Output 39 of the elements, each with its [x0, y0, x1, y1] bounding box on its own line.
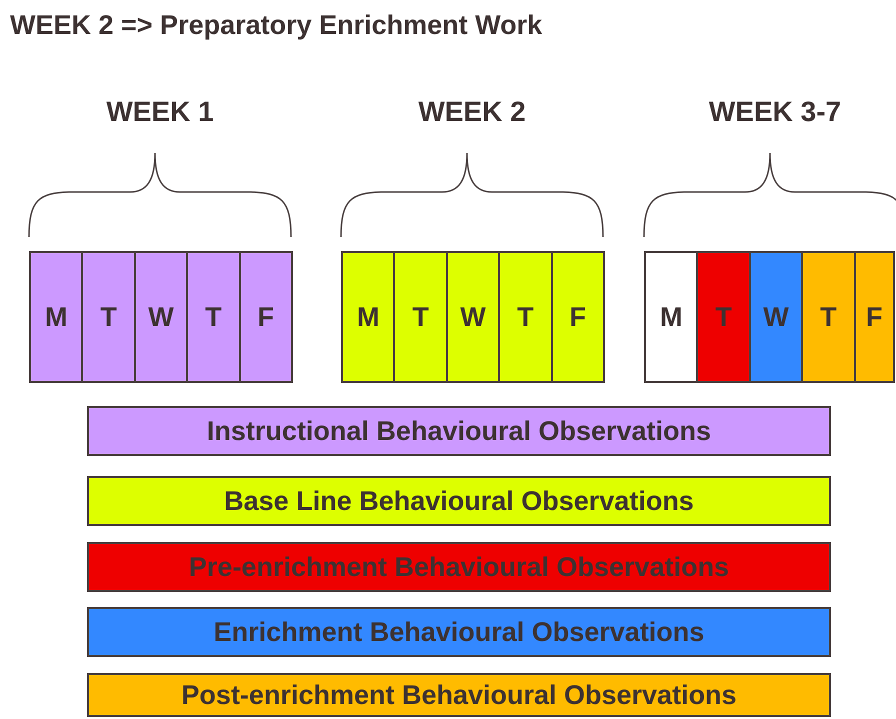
day-letter: W: [763, 302, 789, 332]
day-letter: M: [660, 302, 682, 332]
day-cell: [696, 251, 751, 383]
title: WEEK 2 => Preparatory Enrichment Work: [10, 10, 542, 41]
day-letter: F: [258, 302, 274, 332]
legend-text: Post-enrichment Behavioural Observations: [181, 680, 737, 710]
day-cell: [854, 251, 895, 383]
legend-text: Pre-enrichment Behavioural Observations: [188, 552, 730, 582]
day-cell: [801, 251, 856, 383]
day-letter: F: [866, 302, 883, 332]
day-letter: T: [820, 302, 837, 332]
day-letter: W: [460, 302, 486, 332]
day-letter: T: [100, 302, 117, 332]
day-cell: [29, 251, 84, 383]
day-letter: T: [715, 302, 732, 332]
day-letter: F: [570, 302, 586, 332]
week-heading: WEEK 3-7: [708, 96, 842, 128]
day-cell: [644, 251, 698, 383]
day-cell: [134, 251, 188, 383]
day-cell: [341, 251, 396, 383]
legend-text: Base Line Behavioural Observations: [224, 486, 694, 516]
day-cell: [446, 251, 500, 383]
week-heading: WEEK 2: [418, 96, 526, 128]
day-cell: [748, 251, 804, 383]
day-letter: W: [148, 302, 174, 332]
day-letter: M: [356, 302, 380, 332]
legend-text: Enrichment Behavioural Observations: [214, 616, 704, 648]
week-heading: WEEK 1: [106, 96, 214, 128]
day-cell: [393, 251, 448, 383]
day-letter: T: [412, 302, 429, 332]
day-letter: M: [44, 302, 68, 332]
day-cell: [498, 251, 553, 383]
day-letter: T: [205, 302, 222, 332]
legend-text: Instructional Behavioural Observations: [206, 416, 712, 446]
day-cell: [550, 251, 605, 383]
day-cell: [238, 251, 293, 383]
day-cell: [81, 251, 136, 383]
day-cell: [186, 251, 241, 383]
day-letter: T: [517, 302, 534, 332]
